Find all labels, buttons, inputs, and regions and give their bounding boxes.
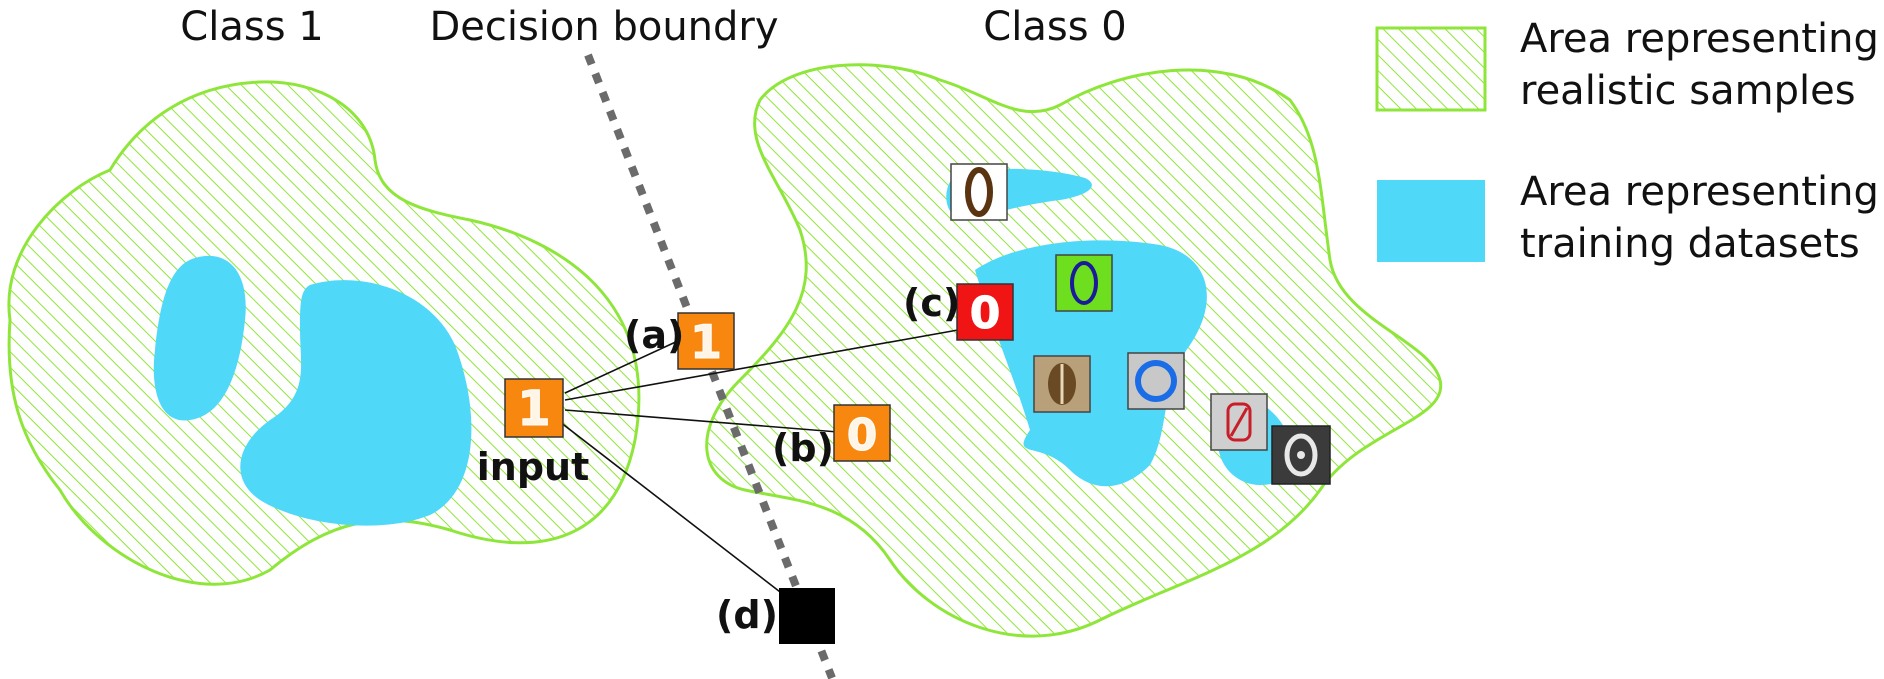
class0-sample-slashed [1210, 393, 1268, 451]
header-decision-boundary: Decision boundry [429, 4, 778, 50]
legend-realistic-swatch [1375, 26, 1487, 112]
legend: Area representing realistic samples Area… [1375, 16, 1879, 267]
class0-sample-tan [1033, 355, 1091, 413]
header-class0: Class 0 [983, 4, 1126, 50]
input-sample: 1 [504, 378, 564, 438]
sample-b: 0 [833, 404, 891, 462]
sample-c: 0 [956, 283, 1014, 341]
legend-training-line2: training datasets [1520, 221, 1860, 267]
legend-realistic-line1: Area representing [1520, 16, 1879, 62]
perturbation-lines [537, 329, 959, 596]
class1-training-blob-large [240, 280, 472, 526]
class1-training-blob-small [153, 255, 246, 421]
svg-text:1: 1 [690, 315, 722, 369]
svg-text:0: 0 [970, 288, 1001, 339]
legend-training-swatch [1377, 180, 1485, 262]
class0-sample-dark [1271, 425, 1331, 485]
class0-sample-grey-blue [1127, 352, 1185, 410]
svg-text:1: 1 [517, 381, 550, 437]
class0-sample-green [1055, 254, 1113, 312]
label-input: input [477, 445, 590, 489]
legend-training-line1: Area representing [1520, 169, 1879, 215]
label-a: (a) [624, 313, 684, 357]
label-c: (c) [903, 281, 960, 325]
legend-realistic-line2: realistic samples [1520, 68, 1856, 114]
line-to-b [564, 409, 839, 433]
class0-sample-top [950, 163, 1008, 221]
header-class1: Class 1 [180, 4, 323, 50]
class0-training-blob-main [975, 240, 1207, 487]
line-to-d [537, 404, 785, 596]
label-d: (d) [716, 593, 778, 637]
svg-text:0: 0 [847, 410, 878, 461]
sample-d [779, 588, 835, 644]
label-b: (b) [772, 426, 834, 470]
line-to-c [564, 329, 959, 401]
line-to-a [564, 339, 681, 394]
sample-a: 1 [677, 312, 735, 370]
